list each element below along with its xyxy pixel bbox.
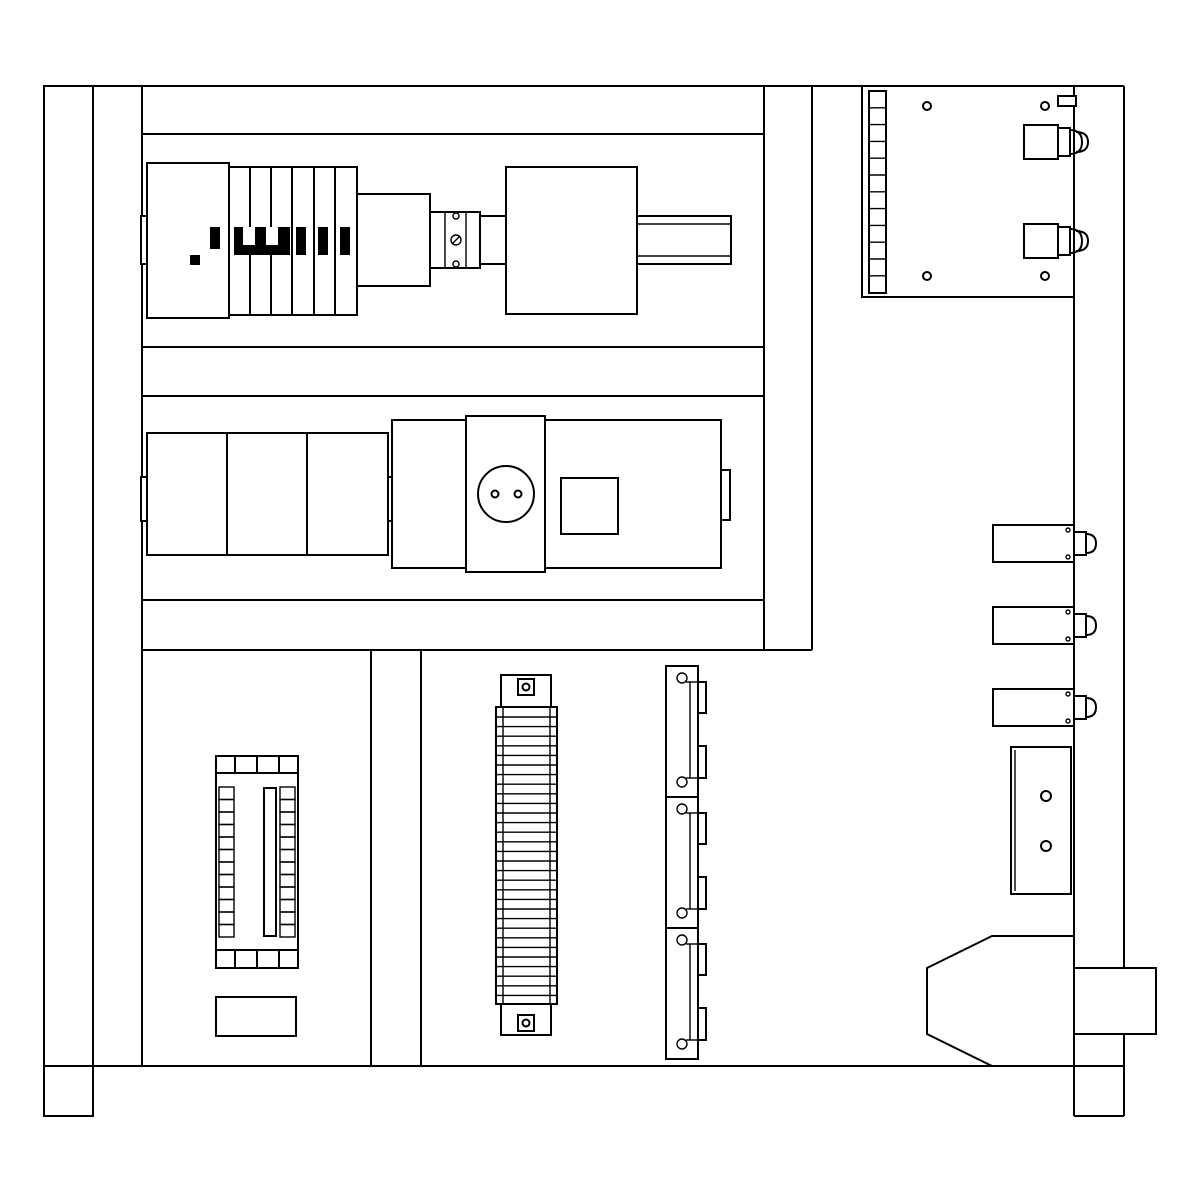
heatsink-module [495,674,558,1036]
button-housing [992,524,1075,563]
button-housing [992,606,1075,645]
gland-nut [1073,967,1157,1035]
gland-body [926,935,1075,1067]
lower-compartment [370,650,422,1066]
fuse-clip [697,1007,707,1041]
terminal-block-group [146,432,389,556]
left-outer-post [43,85,94,1117]
junction-box [1010,746,1072,895]
lower-din-rail [140,469,731,522]
push-button-group [992,524,1098,727]
din-rail-end [636,215,732,265]
cable-entry-gland [926,935,1157,1067]
heatsink-fins [495,706,558,1005]
breaker-toggle [340,227,350,255]
fuse-screw-icon [676,803,688,815]
fuse-screw-icon [676,934,688,946]
upper-din-rail [140,215,732,265]
breaker-toggle [210,227,220,249]
left-inner-post [92,85,143,1067]
io-label-strip [263,787,277,937]
button-cap-icon [1085,697,1098,718]
button-cap-icon [1085,533,1098,554]
button-bezel [1073,613,1087,638]
relay-connector [1023,124,1059,160]
breaker-indicator [190,255,200,265]
relay-board [861,85,1090,298]
fuse-screw-icon [676,776,688,788]
adjust-screw-icon [450,234,462,246]
fuse-clip [697,812,707,845]
button-housing [992,688,1075,727]
push-button [992,524,1098,563]
io-terminal [218,923,235,938]
contactor-coupler [429,211,481,269]
fuse-holder-strip [665,665,707,1060]
terminal-block [146,432,389,556]
fuse-screw-icon [676,907,688,919]
button-cap-icon [1085,615,1098,636]
button-bezel [1073,695,1087,720]
breaker-toggle-bar [234,227,290,255]
breaker-toggle [296,227,306,255]
contactor [356,166,638,315]
socket-outlet [465,415,546,573]
fuse-screw-icon [676,1038,688,1050]
indicator-window [560,477,619,535]
fuse-clip [697,943,707,976]
module-housing [391,419,722,569]
circuit-breaker-group [146,162,358,319]
relay-connector [1023,223,1059,259]
breaker-toggle [318,227,328,255]
module-label-plate [215,996,297,1037]
junction-box-body [1010,746,1072,895]
fuse-clip [697,876,707,910]
relay-board-plate [861,85,1075,298]
fuse-holder [666,796,707,919]
contactor-body [356,193,431,287]
fuse-clip [697,681,707,714]
fuse-screw-icon [676,672,688,684]
plc-io-module [215,755,299,1037]
push-button [992,688,1098,727]
socket-outlet-module [391,415,722,573]
upper-compartment [142,86,813,651]
socket-face-icon [477,465,535,523]
fuse-holder [676,672,707,788]
button-bezel [1073,531,1087,556]
fuse-clip [697,745,707,779]
overload-relay [505,166,638,315]
fuse-holder [666,927,707,1050]
push-button [992,606,1098,645]
io-terminal [279,923,296,938]
fuse-strip-body [665,665,699,1060]
